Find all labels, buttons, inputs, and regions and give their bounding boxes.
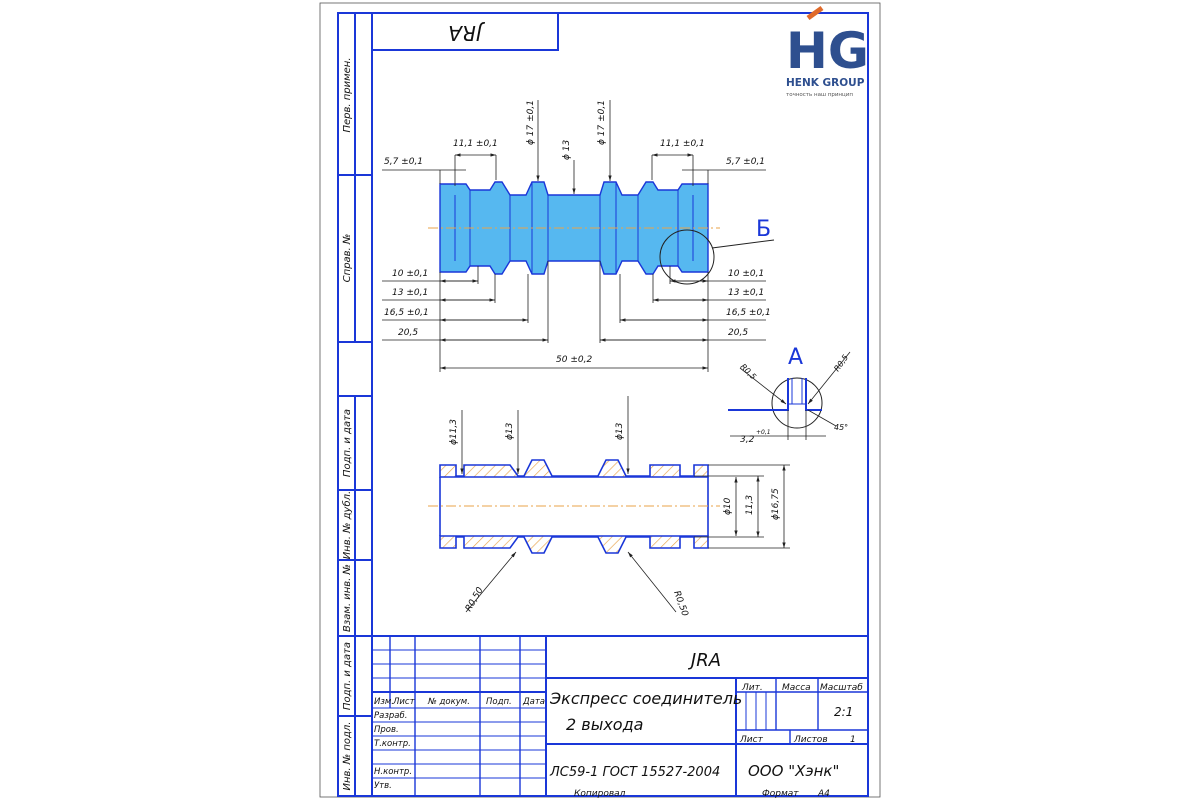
detail-b-circle [659,229,715,285]
dim-left-16-5: 16,5 ±0,1 [384,308,429,318]
dim-right-20-5: 20,5 [728,328,748,338]
sec-dim-11-3b: 11,3 [745,495,755,515]
tb-row-tkontr: Т.контр. [374,739,411,749]
sec-dim-11-3: ϕ11,3 [449,419,459,445]
dim-left-10: 10 ±0,1 [392,269,428,279]
tb-format: Формат [762,789,799,799]
tb-listov: Листов [793,735,828,745]
tb-name-line1: Экспресс соединитель [549,689,742,708]
dim-right-13: 13 ±0,1 [728,288,764,298]
title-block: JRA Экспресс соединитель 2 выхода ЛС59-1… [371,635,869,797]
sec-dim-r2: R0,50 [671,590,689,618]
tb-scale: 2:1 [834,705,853,719]
tb-name-line2: 2 выхода [566,715,643,734]
tb-company: ООО "Хэнк" [748,762,839,780]
detail-a-r2: R0,5 [832,353,850,373]
side-label-podp1: Подп. и дата [342,409,353,477]
sec-dim-13b: ϕ13 [615,422,625,440]
tb-kopiroval: Копировал [574,789,626,799]
tb-listov-val: 1 [850,735,856,745]
top-code-text: JRA [448,21,485,45]
tb-masshtab: Масштаб [820,683,863,693]
tb-col-data: Дата [522,697,545,707]
tb-row-razrab: Разраб. [374,711,407,721]
tb-row-prov: Пров. [374,725,399,735]
detail-a-width: 3,2 [740,435,755,445]
tb-material: ЛС59-1 ГОСТ 15527-2004 [549,765,720,780]
tb-lit: Лит. [741,683,763,693]
detail-a-label: А [788,345,803,370]
detail-b-label: Б [756,217,771,242]
tb-format-val: A4 [817,789,830,799]
logo-name: HENK GROUP [786,77,865,89]
logo-mark: HG [786,22,869,80]
detail-a-width-tol: +0,1 [756,429,771,436]
tb-row-nkontr: Н.контр. [374,767,412,777]
tb-list: Лист [739,735,764,745]
sec-dim-r1: R0,50 [464,585,486,613]
dim-11-1-left: 11,1 ±0,1 [453,139,498,149]
sec-dim-16-75: ϕ16,75 [771,488,781,520]
dim-11-1-right: 11,1 ±0,1 [660,139,705,149]
side-label-sprav: Справ. № [342,234,353,283]
side-label-inv: Инв. № подл. [342,722,353,791]
dim-left-20-5: 20,5 [398,328,418,338]
logo-tagline: точность наш принцип [786,92,853,98]
sec-dim-10: ϕ10 [723,497,733,515]
tb-col-izm: Изм. [374,697,394,707]
tb-col-doc: № докум. [427,697,470,707]
detail-a-r1: R0,5 [739,362,758,381]
side-label-podp2: Подп. и дата [342,642,353,710]
tb-row-utv: Утв. [374,781,392,791]
tb-col-list: Лист [392,697,416,707]
dim-dia17-right: ϕ 17 ±0,1 [597,100,607,145]
sec-dim-13a: ϕ13 [505,422,515,440]
detail-a: А R0,5 R0,5 3,2 +0,1 45° [728,345,851,445]
dim-dia17-left: ϕ 17 ±0,1 [526,100,536,145]
detail-b-leader [711,239,775,249]
tb-massa: Масса [782,683,811,693]
side-label-dubl: Инв. № дубл. [341,491,353,559]
section-dimensions: ϕ11,3 ϕ13 ϕ13 ϕ10 11,3 ϕ16,75 R0,50 R0,5… [449,396,790,618]
dim-5-7-right: 5,7 ±0,1 [726,157,765,167]
dim-5-7-left: 5,7 ±0,1 [384,157,423,167]
company-logo: HG HENK GROUP точность наш принцип [786,5,869,98]
top-dimensions: 11,1 ±0,1 11,1 ±0,1 5,7 ±0,1 5,7 ±0,1 ϕ … [382,100,771,372]
detail-a-angle: 45° [834,423,848,432]
tb-col-podp: Подп. [486,697,512,707]
part-section-view [428,459,720,554]
side-label-perv: Перв. примен. [342,57,353,132]
dim-left-13: 13 ±0,1 [392,288,428,298]
dim-total-50: 50 ±0,2 [556,355,592,365]
tb-code: JRA [688,650,721,671]
dim-right-10: 10 ±0,1 [728,269,764,279]
dim-dia13: ϕ 13 [562,139,572,160]
side-label-vzam: Взам. инв. № [342,564,353,632]
part-side-view [428,181,720,275]
side-strip: Перв. примен. Справ. № Подп. и дата Инв.… [337,12,373,797]
dim-right-16-5: 16,5 ±0,1 [726,308,771,318]
